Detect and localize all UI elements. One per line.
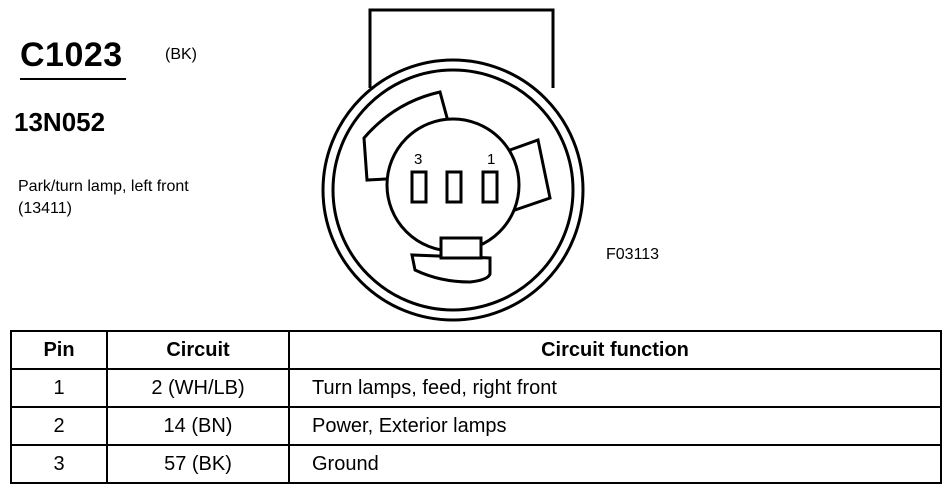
cell-pin: 1: [10, 368, 108, 408]
pin-cavity-3: [410, 170, 428, 204]
figure-code: F03113: [606, 246, 660, 263]
key-tab-bottom: [410, 253, 492, 284]
cell-circuit: 2 (WH/LB): [106, 368, 290, 408]
cell-circuit: 57 (BK): [106, 444, 290, 484]
table-row: 1 2 (WH/LB) Turn lamps, feed, right fron…: [10, 368, 942, 408]
connector-color-code: (BK): [165, 46, 197, 63]
table-row: 2 14 (BN) Power, Exterior lamps: [10, 406, 942, 446]
pin-cavity-1: [481, 170, 499, 204]
header-circuit-function: Circuit function: [288, 330, 942, 370]
cell-function: Power, Exterior lamps: [288, 406, 942, 446]
part-number: 13N052: [14, 107, 106, 137]
cell-circuit: 14 (BN): [106, 406, 290, 446]
cell-pin: 2: [10, 406, 108, 446]
header-pin: Pin: [10, 330, 108, 370]
connector-description: Park/turn lamp, left front (13411): [18, 178, 189, 217]
connector-id: C1023: [20, 36, 123, 74]
cell-function: Turn lamps, feed, right front: [288, 368, 942, 408]
pinout-table: Pin Circuit Circuit function 1 2 (WH/LB)…: [10, 330, 942, 484]
cell-function: Ground: [288, 444, 942, 484]
cell-pin: 3: [10, 444, 108, 484]
pin-label-1: 1: [487, 151, 495, 168]
table-header-row: Pin Circuit Circuit function: [10, 330, 942, 370]
pin-cavity-2: [445, 170, 463, 204]
header-circuit: Circuit: [106, 330, 290, 370]
connector-id-underline: [20, 78, 126, 80]
connector-face-diagram: 3 1: [321, 8, 585, 322]
table-row: 3 57 (BK) Ground: [10, 444, 942, 484]
polarizing-notch: [439, 236, 483, 260]
pin-label-3: 3: [414, 151, 422, 168]
